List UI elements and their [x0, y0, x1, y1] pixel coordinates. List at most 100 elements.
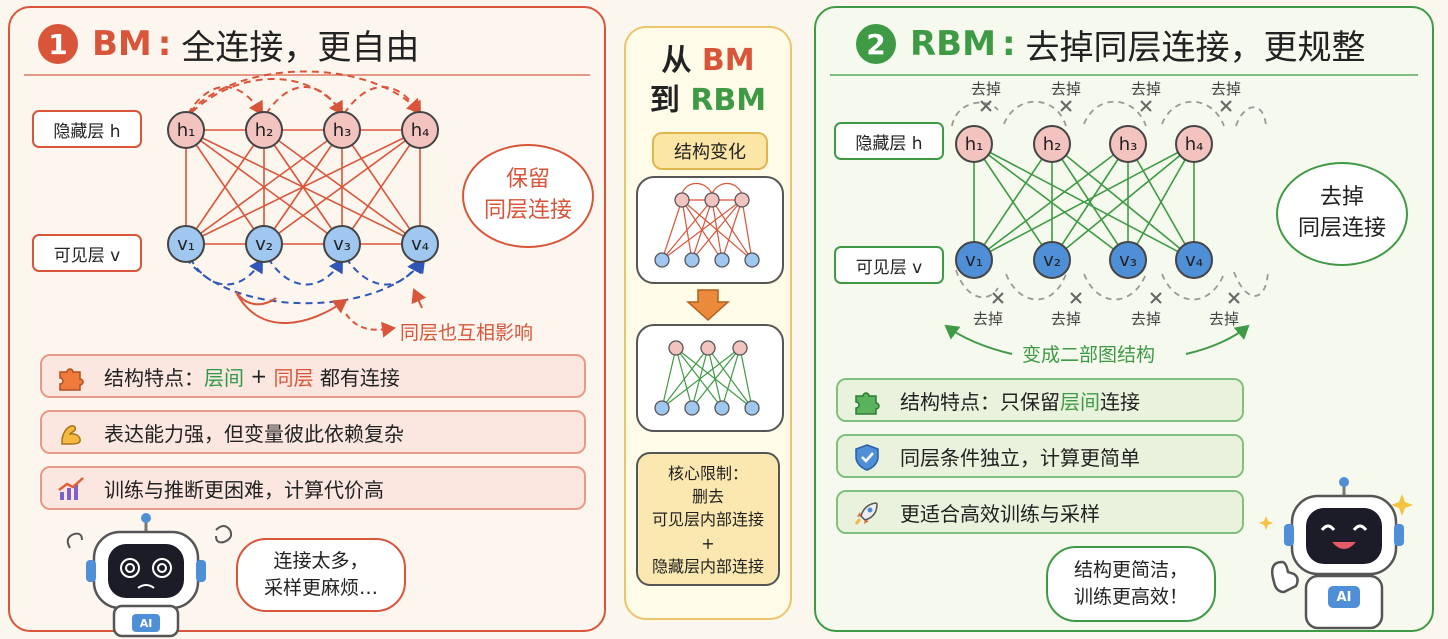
rbm-bipartite-note: 变成二部图结构 — [1022, 344, 1156, 366]
mini-visible-node — [744, 400, 760, 416]
bm-visible-node — [167, 225, 205, 263]
transition-title-line1: 从 BM — [626, 42, 790, 80]
rbm-visible-layer-label: 可见层 v — [834, 246, 944, 284]
rbm-number-badge: 2 — [856, 24, 896, 64]
mini-hidden-node — [700, 340, 716, 356]
bm-visible-intralayer-arcs — [185, 257, 426, 305]
bm-subtitle: 全连接，更自由 — [181, 27, 420, 68]
bm-hidden-layer-label: 隐藏层 h — [32, 110, 142, 148]
rbm-robot-badge: AI — [1336, 589, 1352, 605]
transition-rbm: RBM — [690, 83, 767, 118]
bm-visible-node-label: v₁ — [177, 234, 195, 255]
bm-panel: 1 BM : 全连接，更自由 隐藏层 h 可见层 v — [8, 6, 606, 638]
rbm-hidden-node — [1109, 125, 1147, 163]
rbm-visible-node-label: v₂ — [1043, 250, 1061, 271]
bm-feature1-prefix: 结构特点： — [104, 365, 204, 390]
transition-to: 到 — [649, 83, 680, 118]
bm-feature1-intralayer: 同层 — [273, 365, 314, 390]
mini-visible-node — [744, 252, 760, 268]
rbm-bubble-line1: 去掉 — [1319, 185, 1364, 211]
down-arrow-icon — [686, 289, 730, 322]
thumbs-up-icon — [1271, 560, 1299, 594]
bm-robot-speech: 连接太多， 采样更麻烦… — [236, 538, 406, 612]
bm-hidden-node — [245, 111, 283, 149]
rbm-colon: : — [1001, 24, 1016, 64]
sparkle-icon — [1391, 494, 1413, 516]
shield-check-icon — [855, 444, 879, 471]
rbm-feature-independence: 同层条件独立，计算更简单 — [836, 434, 1244, 478]
rbm-visible-node — [955, 241, 993, 279]
rbm-remove-label: 去掉 — [1131, 310, 1161, 328]
mini-hidden-node — [668, 340, 684, 356]
rbm-robot — [1259, 477, 1413, 630]
chart-trend-icon — [58, 477, 84, 500]
bm-visible-node — [323, 225, 361, 263]
rbm-removed-hidden-arcs — [951, 100, 1267, 127]
core-limit-title: 核心限制： — [667, 464, 748, 483]
rbm-visible-node-label: v₄ — [1185, 250, 1203, 271]
mini-visible-node — [654, 400, 670, 416]
bm-hidden-intralayer-arcs — [187, 70, 422, 116]
core-limit-line3: 隐藏层内部连接 — [651, 556, 764, 576]
rbm-visible-node-label: v₁ — [965, 250, 983, 271]
rbm-remove-label: 去掉 — [1211, 80, 1241, 98]
bm-visible-node — [401, 225, 439, 263]
rocket-icon — [854, 502, 878, 525]
bm-hidden-node — [323, 111, 361, 149]
bm-visible-node — [245, 225, 283, 263]
rbm-remove-label: 去掉 — [1051, 310, 1081, 328]
mini-visible-node — [714, 252, 730, 268]
rbm-feature1-suffix: 连接 — [1100, 389, 1140, 414]
transition-from: 从 — [661, 43, 692, 78]
bm-robot-badge: AI — [139, 616, 153, 630]
rbm-hidden-node-label: h₃ — [1119, 134, 1138, 155]
bm-influence-note: 同层也互相影响 — [400, 322, 534, 344]
bm-hidden-node-label: h₂ — [255, 120, 274, 141]
mini-hidden-node — [704, 192, 720, 208]
rbm-robot-speech: 结构更简洁，训练更高效！ — [1046, 546, 1216, 622]
bm-feature-expressive: 表达能力强，但变量彼此依赖复杂 — [40, 410, 586, 454]
bm-visible-node-label: v₂ — [255, 234, 273, 255]
transition-panel: 从 BM 到 RBM 结构变化 核心限制： 删去 可见层内部连接 + 隐藏层内部… — [624, 26, 792, 620]
bm-colon: : — [157, 24, 172, 64]
rbm-visible-node — [1175, 241, 1213, 279]
rbm-removed-connection-marks: 去掉去掉去掉去掉去掉去掉去掉去掉 — [971, 80, 1241, 328]
bm-hidden-node-label: h₄ — [411, 120, 430, 141]
bm-feature1-suffix: 都有连接 — [313, 365, 400, 390]
rbm-feature1-prefix: 结构特点：只保留 — [900, 389, 1060, 414]
rbm-hidden-node — [1033, 125, 1071, 163]
bm-robot — [66, 513, 233, 638]
rbm-bubble-line2: 同层连接 — [1297, 216, 1386, 241]
bm-title-divider — [24, 74, 590, 76]
mini-visible-node — [684, 252, 700, 268]
bm-speech-bubble: 保留同层连接 — [462, 144, 594, 248]
bm-hidden-node — [401, 111, 439, 149]
transition-bm: BM — [701, 43, 755, 78]
bm-visible-layer-label: 可见层 v — [32, 234, 142, 272]
bm-hidden-node — [167, 111, 205, 149]
bm-bubble-line2: 同层连接 — [483, 198, 572, 223]
bm-feature-training: 训练与推断更困难，计算代价高 — [40, 466, 586, 510]
rbm-feature2-text: 同层条件独立，计算更简单 — [900, 445, 1140, 470]
rbm-hidden-node-label: h₁ — [965, 134, 984, 155]
rbm-cross-layer-edges — [973, 143, 1195, 261]
puzzle-icon — [855, 392, 880, 415]
rbm-feature-structure: 结构特点：只保留 层间 连接 — [836, 378, 1244, 422]
rbm-visible-node — [1033, 241, 1071, 279]
rbm-hidden-node-label: h₂ — [1043, 134, 1062, 155]
rbm-bipartite-arrows — [944, 324, 1250, 355]
bm-visible-node-label: v₃ — [333, 234, 351, 255]
rbm-hidden-node-label: h₄ — [1185, 134, 1204, 155]
rbm-title-divider — [830, 74, 1418, 76]
rbm-title: 2 RBM : 去掉同层连接，更规整 — [856, 16, 1366, 72]
core-limit-card: 核心限制： 删去 可见层内部连接 + 隐藏层内部连接 — [636, 452, 780, 586]
bm-robot-line2: 采样更麻烦… — [263, 577, 378, 599]
bm-visible-node-label: v₄ — [411, 234, 429, 255]
rbm-hidden-node — [1175, 125, 1213, 163]
bm-hidden-node-label: h₃ — [333, 120, 352, 141]
rbm-removed-visible-arcs — [955, 269, 1269, 301]
rbm-robot-line2: 训练更高效！ — [1073, 586, 1188, 608]
bm-bubble-line1: 保留 — [505, 167, 550, 193]
bm-robot-line1: 连接太多， — [273, 550, 369, 573]
